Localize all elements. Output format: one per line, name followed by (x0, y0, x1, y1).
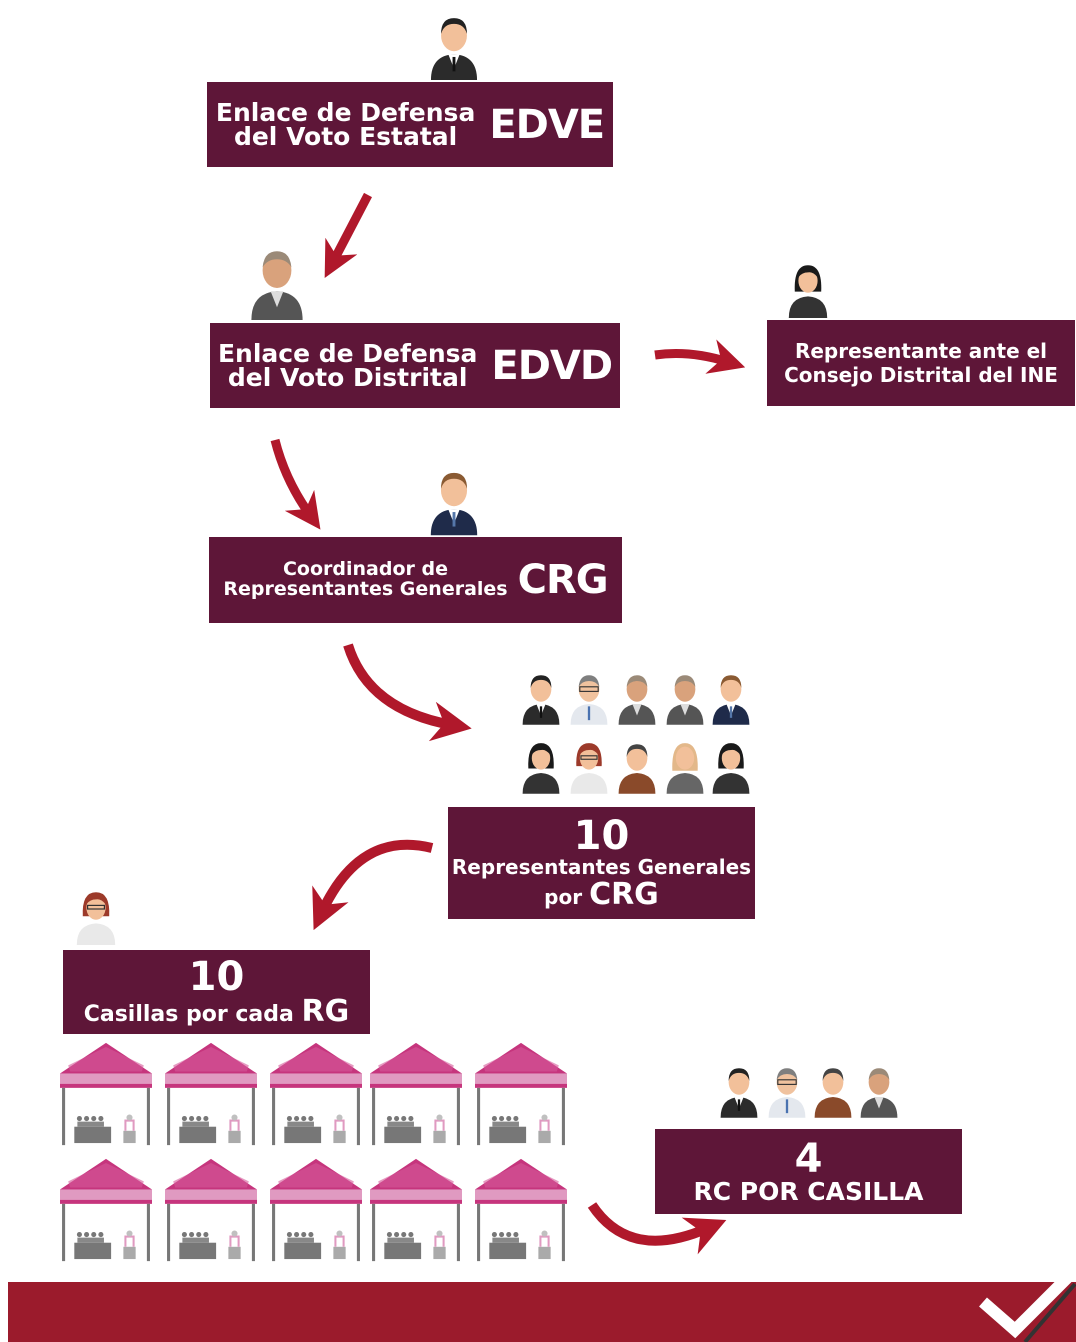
edve-abbr: EDVE (489, 101, 605, 148)
rc-person-icon (716, 1057, 762, 1121)
rg-person-icon (614, 733, 660, 797)
ine-representative-node: Representante ante el Consejo Distrital … (767, 320, 1075, 406)
rc-person-icon (856, 1057, 902, 1121)
casillas-abbr: RG (301, 994, 350, 1029)
casillas-count: 10 (188, 954, 245, 1000)
edvd-node: Enlace de Defensa del Voto Distrital EDV… (210, 323, 620, 408)
rg-count: 10 (573, 812, 630, 859)
edvd-label-line1: Enlace de Defensa (217, 338, 478, 368)
rc-node: 4 RC POR CASILLA (655, 1129, 962, 1214)
crg-node: Coordinador de Representantes Generales … (209, 537, 622, 623)
edvd-person-icon (245, 240, 309, 320)
ine-label-line2: Consejo Distrital del INE (784, 363, 1058, 387)
crg-label-line2: Representantes Generales (223, 578, 508, 600)
rg-person-icon (708, 664, 754, 728)
ine-person-icon (784, 258, 832, 318)
rg-person-icon (518, 664, 564, 728)
rc-person-icon (764, 1057, 810, 1121)
rg-label-abbr: CRG (589, 876, 659, 912)
rg-label-line1: Representantes Generales (451, 854, 752, 879)
casillas-node: 10 Casillas por cada RG (63, 950, 370, 1034)
rc-label: RC POR CASILLA (693, 1177, 924, 1206)
polling-tent-icon (270, 1042, 362, 1146)
edve-label-line1: Enlace de Defensa (215, 97, 476, 127)
edve-label-line2: del Voto Estatal (233, 121, 458, 151)
edve-person-icon (425, 8, 483, 80)
casillas-label: Casillas por cada (83, 1002, 294, 1027)
rc-person-icon (810, 1057, 856, 1121)
edvd-label-line2: del Voto Distrital (227, 362, 468, 392)
footer-bar (8, 1282, 1076, 1342)
polling-tent-icon (475, 1042, 567, 1146)
edve-node: Enlace de Defensa del Voto Estatal EDVE (207, 82, 613, 167)
rg-person-icon (518, 733, 564, 797)
rg-person-icon (614, 664, 660, 728)
crg-person-icon (425, 462, 483, 536)
polling-tent-icon (370, 1042, 462, 1146)
rg-label-pre: por (544, 884, 583, 909)
rc-count: 4 (794, 1136, 823, 1182)
polling-tent-icon (270, 1158, 362, 1262)
rg-person-icon (662, 733, 708, 797)
casillas-person-icon (72, 884, 120, 946)
rg-person-icon (566, 733, 612, 797)
polling-tent-icon (60, 1158, 152, 1262)
rg-node: 10 Representantes Generales por CRG (448, 807, 755, 919)
rg-person-icon (566, 664, 612, 728)
polling-tent-icon (370, 1158, 462, 1262)
polling-tent-icon (165, 1158, 257, 1262)
crg-abbr: CRG (517, 557, 609, 603)
rg-person-icon (708, 733, 754, 797)
rg-person-icon (662, 664, 708, 728)
check-mark-icon (979, 1265, 1076, 1342)
polling-tent-icon (475, 1158, 567, 1262)
polling-tent-icon (60, 1042, 152, 1146)
ine-label-line1: Representante ante el (794, 339, 1048, 363)
crg-label-line1: Coordinador de (282, 558, 448, 581)
polling-tent-icon (165, 1042, 257, 1146)
edvd-abbr: EDVD (491, 342, 613, 389)
